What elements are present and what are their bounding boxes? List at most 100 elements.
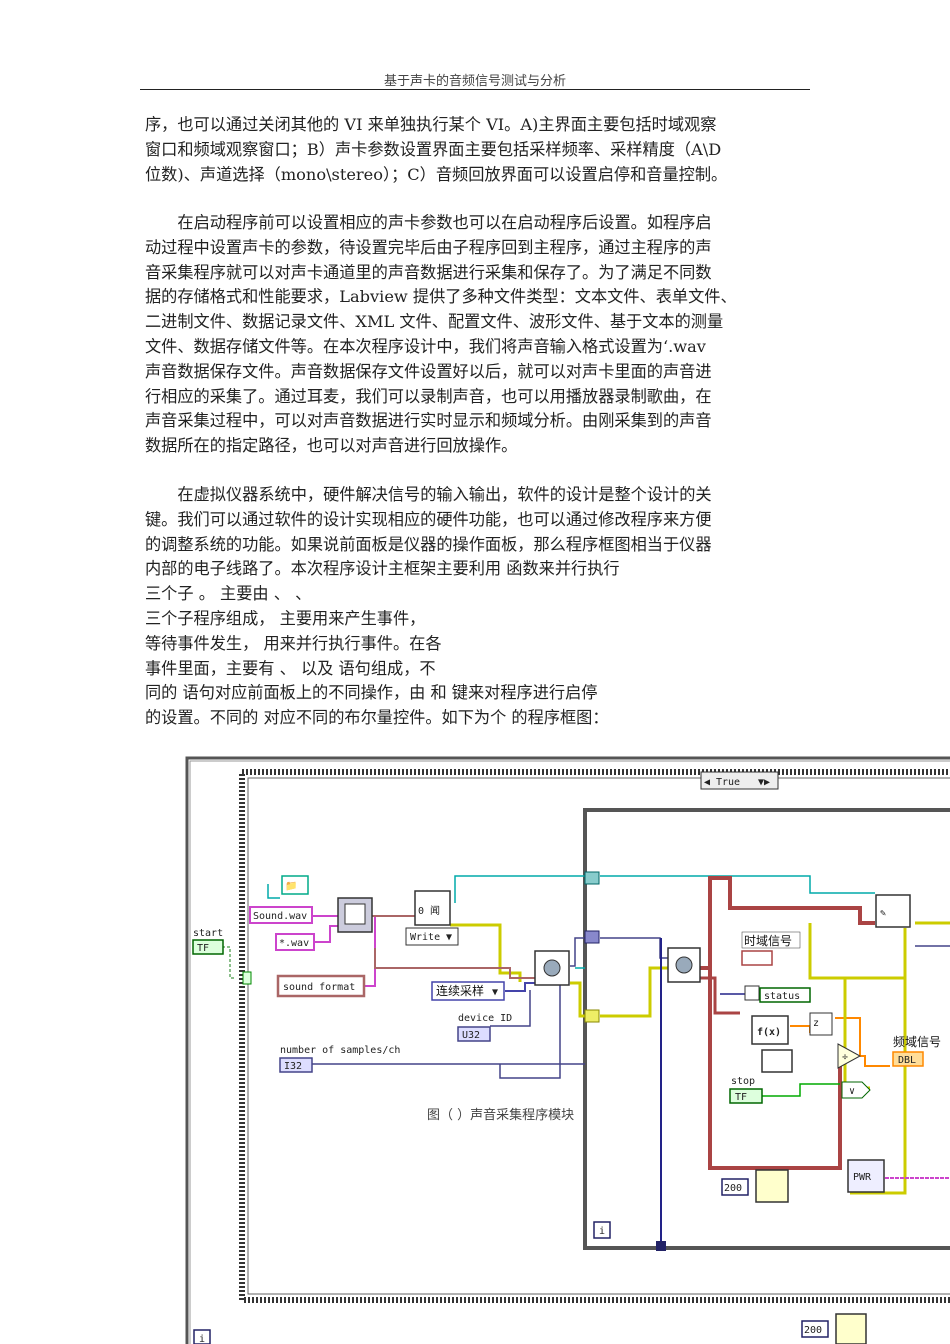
document-icon [344,903,366,925]
paragraph-line: 事件里面，主要有 、 以及 语句组成，不 [145,658,436,678]
microphone-icon [675,956,693,974]
paragraph-line: 同的 语句对应前面板上的不同操作，由 和 键来对程序进行启停 [145,683,598,703]
svg-text:sound format: sound format [283,982,355,993]
stopwatch-icon [835,1313,867,1344]
svg-text:Write: Write [410,932,440,943]
paragraph-line: 据的存储格式和性能要求，Labview 提供了多种文件类型：文本文件、表单文件、 [145,287,737,307]
svg-text:I32: I32 [284,1061,302,1072]
sound-input-config-node[interactable] [534,950,570,986]
microphone-icon [543,959,561,977]
svg-text:TF: TF [197,943,209,954]
paragraph-line: 的设置。不同的 对应不同的布尔量控件。如下为个 的程序框图： [145,708,609,728]
stop-control[interactable]: TF [729,1088,763,1104]
folder-constant: 📁 [281,875,309,895]
inner-wait-node: 200 [721,1169,789,1203]
svg-text:i: i [599,1226,605,1237]
divide-node: ÷ [837,1043,862,1069]
file-pattern-constant: *.wav [275,933,315,951]
paragraph-line: 序，也可以通过关闭其他的 VI 来单独执行某个 VI。A)主界面主要包括时域观察 [145,115,717,134]
svg-text:0 闻: 0 闻 [418,904,440,917]
svg-text:status: status [764,991,800,1002]
svg-text:z: z [813,1018,819,1029]
paragraph-line: 三个子 。 主要由 、 、 [145,584,312,604]
svg-text:◀: ◀ [704,777,710,788]
power-spectrum-node[interactable]: PWR [847,1159,885,1193]
filename-constant: Sound.wav [249,906,313,924]
svg-text:连续采样: 连续采样 [436,983,484,998]
outer-wait-node: 200 [801,1313,867,1344]
paragraph-line: 键。我们可以通过软件的设计实现相应的硬件功能，也可以通过修改程序来方便 [145,509,712,529]
paragraph-line: 行相应的采集了。通过耳麦，我们可以录制声音，也可以用播放器录制歌曲，在 [145,386,712,406]
pencil-icon: ✎ [880,908,886,919]
figure-caption: 图（ ）声音采集程序模块 [427,1107,574,1123]
svg-text:i: i [199,1334,205,1344]
sound-read-node[interactable] [667,947,701,983]
tunnel [584,1009,600,1023]
time-signal-indicator: 时域信号 [741,931,801,966]
page-header-title: 基于声卡的音频信号测试与分析 [383,74,566,89]
freq-signal-indicator: DBL [892,1051,924,1067]
case-selector-label: True [716,777,740,788]
paragraph-line: 数据所在的指定路径，也可以对声音进行回放操作。 [145,436,518,456]
freq-signal-label: 频域信号 [893,1035,941,1049]
case-selector-terminal [242,971,252,985]
table-icon [761,1049,793,1073]
outer-while-loop [185,756,950,1344]
paragraph-line: 二进制文件、数据记录文件、XML 文件、配置文件、波形文件、基于文本的测量 [145,312,724,332]
svg-text:U32: U32 [462,1030,480,1041]
paragraph-2: 在启动程序前可以设置相应的声卡参数也可以在启动程序后设置。如程序启 动过程中设置… [145,211,810,459]
start-control[interactable]: TF [192,939,224,955]
or-node: ∨ [841,1081,871,1099]
svg-text:∨: ∨ [849,1086,855,1097]
stop-label: stop [731,1076,755,1087]
paragraph-line: 文件、数据存储文件等。在本次程序设计中，我们将声音输入格式设置为‘.wav [145,336,706,356]
device-id-control[interactable]: U32 [457,1026,491,1042]
paragraph-3: 在虚拟仪器系统中，硬件解决信号的输入输出，软件的设计是整个设计的关 键。我们可以… [145,483,810,731]
stopwatch-icon [755,1169,789,1203]
tunnel [584,930,600,944]
paragraph-line: 动过程中设置声卡的参数，待设置完毕后由子程序回到主程序，通过主程序的声 [145,237,712,257]
array-node [761,1049,793,1073]
file-dialog-node[interactable] [337,897,373,933]
formula-node[interactable]: f(x) [751,1015,789,1045]
folder-icon: 📁 [285,881,297,892]
samples-control[interactable]: I32 [279,1057,313,1073]
waveform-icon [741,950,773,966]
dropdown-arrow-icon: ▼ [492,987,498,998]
svg-text:DBL: DBL [898,1055,916,1066]
svg-text:时域信号: 时域信号 [744,934,792,948]
paragraph-line: 位数)、声道选择（mono\stereo）；C）音频回放界面可以设置启停和音量控… [145,164,728,184]
paragraph-line: 等待事件发生， 用来并行执行事件。在各 [145,633,442,653]
write-mode-ring[interactable]: Write ▼ [405,927,459,946]
samples-label: number of samples/ch [280,1045,400,1056]
svg-text:PWR: PWR [853,1172,872,1183]
status-node: status [744,985,811,1003]
paragraph-line: 三个子程序组成， 主要用来产生事件， [145,608,426,628]
write-file-node[interactable]: ✎ [875,894,911,928]
svg-text:TF: TF [735,1092,747,1103]
sound-format-constant: sound format [276,974,366,998]
svg-text:200: 200 [804,1325,822,1336]
paragraph-line: 在启动程序前可以设置相应的声卡参数也可以在启动程序后设置。如程序启 [177,213,712,232]
paragraph-line: 音采集程序就可以对声卡通道里的声音数据进行采集和保存了。为了满足不同数 [145,262,712,282]
paragraph-line: 在虚拟仪器系统中，硬件解决信号的输入输出，软件的设计是整个设计的关 [177,485,712,504]
labview-block-diagram: ◀ True ▼▶ [185,756,950,1344]
device-id-label: device ID [458,1013,512,1024]
inner-while-loop [583,808,950,1250]
svg-text:▼▶: ▼▶ [758,777,770,788]
wires [222,875,950,1243]
outer-loop-index: i [193,1329,211,1344]
svg-text:*.wav: *.wav [279,938,309,949]
svg-text:f(x): f(x) [757,1027,781,1038]
sound-file-open-node[interactable]: 0 闻 [414,890,451,926]
start-label: start [193,928,223,939]
paragraph-line: 窗口和频域观察窗口；B）声卡参数设置界面主要包括采样频率、采样精度（A\D [145,139,722,159]
continuous-sample-ring[interactable]: 连续采样 ▼ [431,981,505,1001]
loop-tunnel [656,1241,666,1251]
paragraph-line: 声音数据保存文件。声音数据保存文件设置好以后，就可以对声卡里面的声音进 [145,361,712,381]
inner-loop-index: i [593,1221,611,1239]
feedback-node: z [809,1012,833,1036]
paragraph-line: 声音采集过程中，可以对声音数据进行实时显示和频域分析。由刚采集到的声音 [145,411,712,431]
case-selector[interactable]: ◀ True ▼▶ [700,771,779,790]
paragraph-1: 序，也可以通过关闭其他的 VI 来单独执行某个 VI。A)主界面主要包括时域观察… [145,113,810,187]
